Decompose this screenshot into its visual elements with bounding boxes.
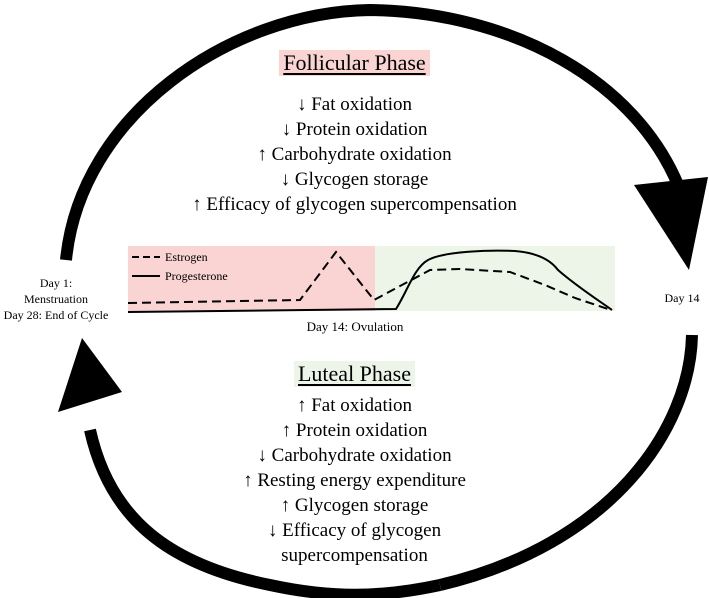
- luteal-effect: supercompensation: [281, 545, 428, 566]
- follicular-effect: ↓ Protein oxidation: [281, 119, 428, 140]
- cycle-arc-top: [60, 3, 688, 261]
- day-14-label: Day 14: [664, 291, 700, 305]
- ovulation-label: Day 14: Ovulation: [306, 319, 404, 334]
- day-28-text: Day 28: End of Cycle: [3, 308, 109, 322]
- legend-progesterone-label: Progesterone: [165, 269, 228, 283]
- arrow-head-bottom-left: [58, 338, 122, 412]
- follicular-effect: ↑ Carbohydrate oxidation: [257, 144, 452, 165]
- luteal-effect: ↑ Resting energy expenditure: [243, 470, 466, 491]
- luteal-phase-title-text: Luteal Phase: [293, 361, 416, 387]
- progesterone-curve: [127, 249, 613, 313]
- arrow-head-top-right: [634, 177, 708, 270]
- luteal-effects-list: ↑ Fat oxidation ↑ Protein oxidation ↓ Ca…: [0, 393, 709, 568]
- cycle-arc-right: [438, 334, 698, 591]
- luteal-phase-title: Luteal Phase: [0, 361, 709, 387]
- follicular-effects-list: ↓ Fat oxidation ↓ Protein oxidation ↑ Ca…: [0, 92, 709, 217]
- luteal-effect: ↑ Fat oxidation: [296, 395, 413, 416]
- luteal-effect: ↑ Glycogen storage: [280, 495, 429, 516]
- follicular-band: [128, 246, 375, 311]
- day-1-text: Day 1:: [39, 276, 73, 290]
- estrogen-curve: [127, 250, 612, 311]
- luteal-band: [375, 246, 615, 311]
- follicular-effect: ↓ Glycogen storage: [280, 169, 429, 190]
- follicular-phase-title-text: Follicular Phase: [279, 50, 430, 76]
- luteal-effect: ↓ Carbohydrate oxidation: [257, 445, 452, 466]
- follicular-phase-title: Follicular Phase: [0, 50, 709, 76]
- follicular-effect: ↑ Efficacy of glycogen supercompensation: [192, 194, 517, 215]
- cycle-arc-bottom: [84, 428, 442, 598]
- luteal-effect: ↓ Efficacy of glycogen: [267, 520, 442, 541]
- menstruation-text: Menstruation: [24, 292, 88, 306]
- follicular-effect: ↓ Fat oxidation: [296, 94, 413, 115]
- legend-estrogen-label: Estrogen: [165, 250, 208, 264]
- day-1-label: Day 1: Menstruation Day 28: End of Cycle: [0, 275, 112, 323]
- luteal-effect: ↑ Protein oxidation: [281, 420, 428, 441]
